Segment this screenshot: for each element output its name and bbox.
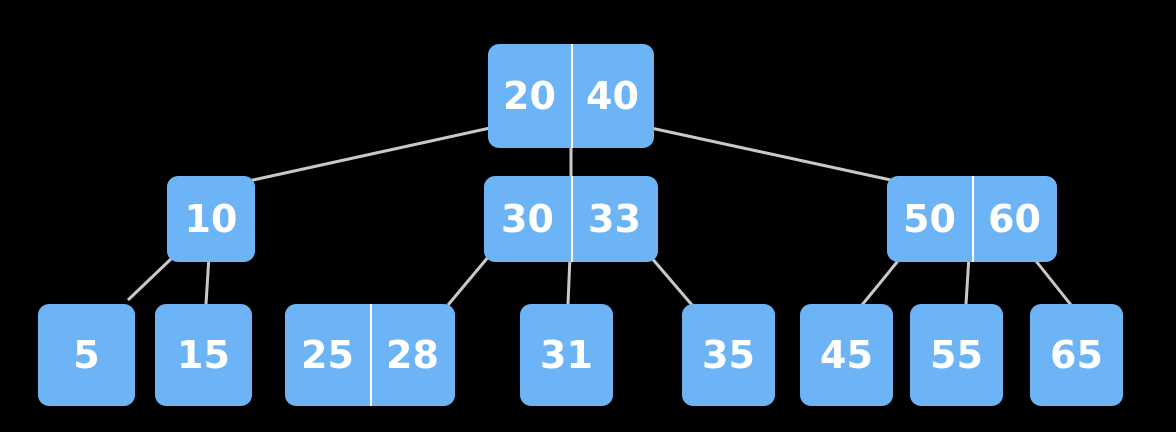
btree-node-leaf-55[interactable]: 55 <box>910 304 1003 406</box>
btree-node-leaf-45[interactable]: 45 <box>800 304 893 406</box>
btree-key-leaf-55-0: 55 <box>930 333 983 377</box>
btree-key-n-50-60-1: 60 <box>972 176 1057 262</box>
btree-key-n-10-0: 10 <box>184 197 238 241</box>
btree-key-root-0: 20 <box>503 74 556 118</box>
btree-node-n-50-60[interactable]: 50 60 <box>887 176 1057 262</box>
btree-node-leaf-5[interactable]: 5 <box>38 304 135 406</box>
btree-key-leaf-25-28-1: 28 <box>370 304 455 406</box>
btree-node-leaf-65[interactable]: 65 <box>1030 304 1123 406</box>
btree-key-leaf-65-0: 65 <box>1050 333 1103 377</box>
btree-key-root-1: 40 <box>571 44 654 148</box>
btree-key-leaf-31-0: 31 <box>540 333 593 377</box>
btree-key-n-30-33-0: 30 <box>501 197 554 241</box>
btree-node-leaf-35[interactable]: 35 <box>682 304 775 406</box>
btree-node-leaf-31[interactable]: 31 <box>520 304 613 406</box>
btree-node-leaf-15[interactable]: 15 <box>155 304 252 406</box>
btree-key-leaf-5-0: 5 <box>73 333 100 377</box>
btree-key-n-30-33-1: 33 <box>571 176 658 262</box>
btree-node-leaf-25-28[interactable]: 25 28 <box>285 304 455 406</box>
btree-node-n-30-33[interactable]: 30 33 <box>484 176 658 262</box>
btree-key-leaf-45-0: 45 <box>820 333 873 377</box>
btree-key-leaf-25-28-0: 25 <box>301 333 354 377</box>
btree-key-leaf-15-0: 15 <box>177 333 230 377</box>
btree-key-leaf-35-0: 35 <box>702 333 755 377</box>
btree-key-n-50-60-0: 50 <box>903 197 956 241</box>
btree-node-n-10[interactable]: 10 <box>167 176 255 262</box>
